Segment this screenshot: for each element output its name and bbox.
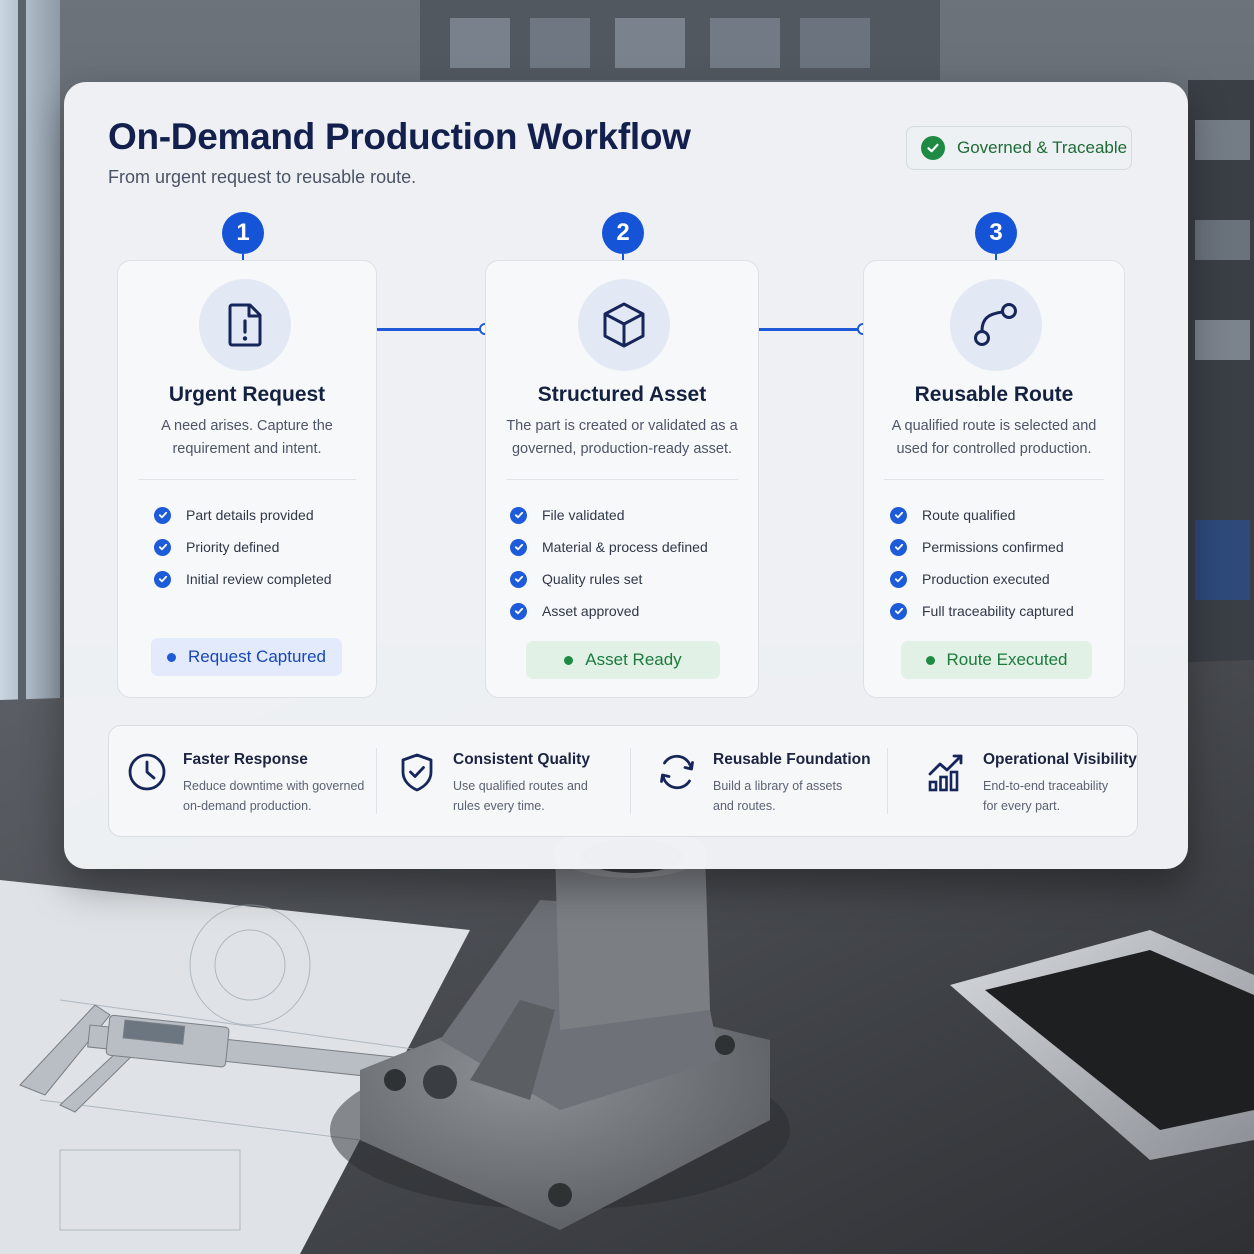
card-title: Structured Asset <box>537 383 707 406</box>
card-description: A qualified route is selected and used f… <box>891 418 1097 457</box>
benefit-divider <box>887 748 888 814</box>
card-divider <box>138 479 356 480</box>
check-icon <box>510 506 527 524</box>
card-divider <box>884 479 1104 480</box>
benefit-title: Consistent Quality <box>453 751 590 768</box>
checklist-item: Material & process defined <box>510 531 708 563</box>
check-icon <box>510 570 527 588</box>
checklist-item: Priority defined <box>154 531 332 563</box>
checklist-item: Full traceability captured <box>890 595 1074 627</box>
step-number-1: 1 <box>222 212 264 254</box>
card-title: Urgent Request <box>168 383 326 406</box>
checklist-label: Production executed <box>922 571 1050 587</box>
checklist-label: Part details provided <box>186 507 314 523</box>
checklist-item: Quality rules set <box>510 563 708 595</box>
governed-badge: Governed & Traceable <box>906 126 1132 170</box>
check-icon <box>890 506 907 524</box>
step-card-structured-asset: Structured Asset The part is created or … <box>485 260 759 698</box>
document-alert-icon <box>199 279 291 371</box>
step-stem-2 <box>622 254 624 262</box>
chart-growth-icon <box>928 754 963 792</box>
checklist-item: Production executed <box>890 563 1074 595</box>
route-icon <box>950 279 1042 371</box>
workflow-panel: On-Demand Production Workflow From urgen… <box>64 82 1188 869</box>
checklist-label: Asset approved <box>542 603 640 619</box>
refresh-icon <box>660 754 694 790</box>
benefit-divider <box>376 748 377 814</box>
check-icon <box>890 538 907 556</box>
step-number-3: 3 <box>975 212 1017 254</box>
check-icon <box>154 538 171 556</box>
check-icon <box>890 602 907 620</box>
checklist-item: Part details provided <box>154 499 332 531</box>
checklist-item: Permissions confirmed <box>890 531 1074 563</box>
card-description: A need arises. Capture the requirement a… <box>161 418 333 457</box>
step-card-reusable-route: Reusable Route A qualified route is sele… <box>863 260 1125 698</box>
benefit-reusable-foundation: Reusable Foundation Build a library of a… <box>639 726 889 836</box>
checklist-label: Material & process defined <box>542 539 708 555</box>
checklist-label: Quality rules set <box>542 571 643 587</box>
connector-2-3 <box>759 328 858 331</box>
card-divider <box>506 479 738 480</box>
benefit-description: Use qualified routes and rules every tim… <box>453 779 588 813</box>
benefit-description: Build a library of assets and routes. <box>713 779 843 813</box>
connector-1-2 <box>377 328 480 331</box>
checklist-label: Priority defined <box>186 539 280 555</box>
status-badge-asset-ready: Asset Ready <box>526 641 720 679</box>
benefit-consistent-quality: Consistent Quality Use qualified routes … <box>379 726 629 836</box>
status-label: Request Captured <box>188 647 326 666</box>
check-icon <box>154 506 171 524</box>
checklist-label: Permissions confirmed <box>922 539 1064 555</box>
shield-check-icon <box>401 753 433 792</box>
benefit-title: Operational Visibility <box>983 751 1137 768</box>
cube-icon <box>578 279 670 371</box>
check-circle-icon <box>921 136 945 160</box>
benefit-operational-visibility: Operational Visibility End-to-end tracea… <box>909 726 1137 836</box>
step-card-urgent-request: Urgent Request A need arises. Capture th… <box>117 260 377 698</box>
status-dot <box>564 655 574 665</box>
checklist-label: Full traceability captured <box>922 603 1074 619</box>
check-icon <box>890 570 907 588</box>
checklist-label: Initial review completed <box>186 571 332 587</box>
check-icon <box>510 602 527 620</box>
page-subtitle: From urgent request to reusable route. <box>108 167 417 187</box>
card-description: The part is created or validated as a go… <box>506 418 738 457</box>
benefit-divider <box>630 748 631 814</box>
status-dot <box>925 655 935 665</box>
benefit-description: Reduce downtime with governed on-demand … <box>183 779 365 813</box>
card-title: Reusable Route <box>914 383 1074 406</box>
check-icon <box>510 538 527 556</box>
governed-badge-label: Governed & Traceable <box>957 138 1128 157</box>
checklist: Part details provided Priority defined I… <box>154 499 332 595</box>
checklist: File validated Material & process define… <box>510 499 708 627</box>
benefits-strip: Faster Response Reduce downtime with gov… <box>108 725 1138 837</box>
status-badge-route-executed: Route Executed <box>901 641 1092 679</box>
checklist-item: File validated <box>510 499 708 531</box>
checklist: Route qualified Permissions confirmed Pr… <box>890 499 1074 627</box>
benefit-title: Faster Response <box>183 751 308 768</box>
step-stem-3 <box>995 254 997 262</box>
clock-icon <box>128 753 166 791</box>
checklist-item: Route qualified <box>890 499 1074 531</box>
checklist-item: Initial review completed <box>154 563 332 595</box>
status-dot <box>167 652 176 662</box>
step-number-2: 2 <box>602 212 644 254</box>
status-label: Route Executed <box>946 650 1068 669</box>
checklist-label: File validated <box>542 507 625 523</box>
checklist-label: Route qualified <box>922 507 1016 523</box>
check-icon <box>154 570 171 588</box>
checklist-item: Asset approved <box>510 595 708 627</box>
benefit-description: End-to-end traceability for every part. <box>983 779 1109 813</box>
status-label: Asset Ready <box>585 650 682 669</box>
step-stem-1 <box>242 254 244 262</box>
benefit-title: Reusable Foundation <box>713 751 871 768</box>
page-title: On-Demand Production Workflow <box>108 116 691 157</box>
benefit-faster-response: Faster Response Reduce downtime with gov… <box>109 726 375 836</box>
status-badge-request-captured: Request Captured <box>151 638 342 676</box>
